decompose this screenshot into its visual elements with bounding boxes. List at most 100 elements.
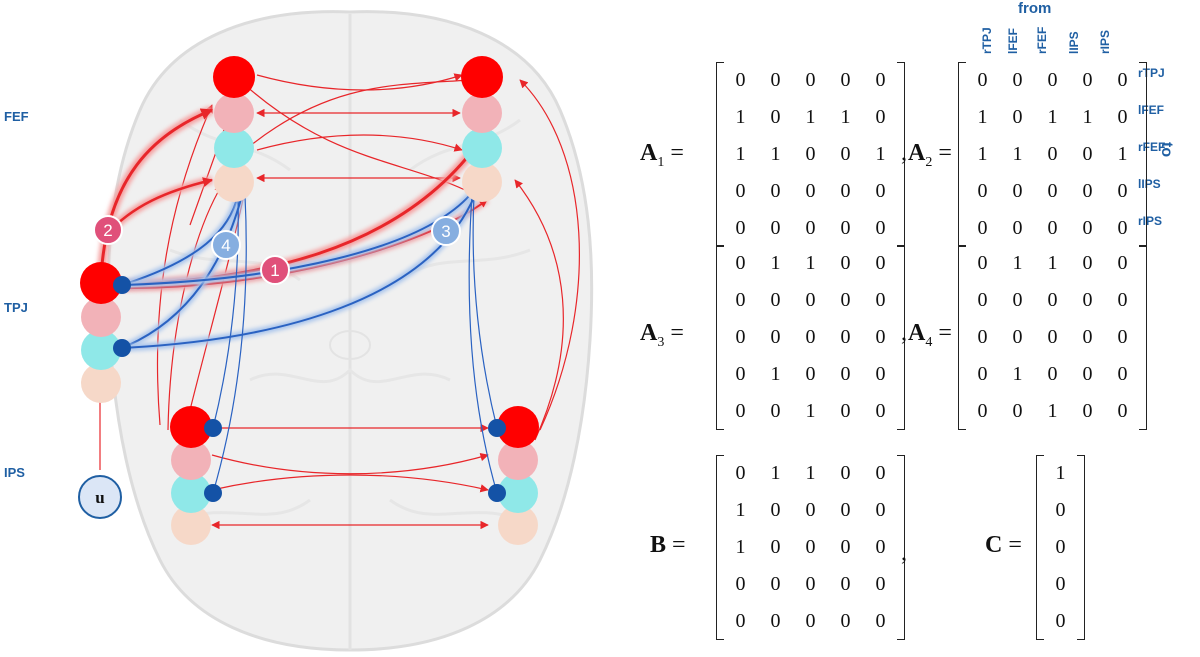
matrix-cell: 0	[770, 536, 781, 558]
col-label-rips: rIPS	[1098, 29, 1112, 54]
matrix-cell: 0	[805, 289, 816, 311]
matrix-cell: 0	[875, 252, 886, 274]
comma-separator: ,	[901, 140, 907, 166]
matrix-row: 0	[1043, 529, 1078, 566]
matrix-cell: 0	[770, 217, 781, 239]
input-node-u: u	[78, 475, 122, 519]
matrix-cell: 0	[805, 180, 816, 202]
matrix-cell: 0	[805, 499, 816, 521]
matrix-cell: 0	[805, 536, 816, 558]
matrix-cell: 1	[735, 536, 746, 558]
matrix-cell: 0	[1117, 363, 1128, 385]
comma-separator: ,	[901, 320, 907, 346]
matrix-cell: 1	[1117, 143, 1128, 165]
matrix-cell: 1	[1047, 400, 1058, 422]
matrix-cell: 1	[805, 462, 816, 484]
matrix-cell: 0	[1082, 363, 1093, 385]
matrix-cell: 1	[840, 106, 851, 128]
matrix-cell: 1	[875, 143, 886, 165]
matrix-cell: 0	[840, 217, 851, 239]
matrix-cell: 0	[875, 363, 886, 385]
region-label-ips: IPS	[4, 465, 25, 480]
matrix-cell: 0	[1012, 289, 1023, 311]
matrix-cell: 1	[770, 252, 781, 274]
matrix-a2-title: A2 =	[908, 140, 952, 170]
region-label-fef: FEF	[4, 109, 29, 124]
matrix-cell: 1	[1055, 462, 1066, 484]
matrix-cell: 0	[840, 252, 851, 274]
matrix-cell: 0	[977, 69, 988, 91]
matrix-row: 0	[1043, 492, 1078, 529]
matrix-row: 0	[1043, 603, 1078, 640]
matrix-cell: 0	[1082, 252, 1093, 274]
matrix-cell: 0	[977, 252, 988, 274]
matrix-cell: 0	[1117, 400, 1128, 422]
matrix-cell: 0	[1012, 400, 1023, 422]
matrix-cell: 0	[1082, 289, 1093, 311]
matrix-row: 1	[1043, 455, 1078, 492]
matrix-cell: 0	[840, 180, 851, 202]
blue-dots	[113, 276, 506, 502]
matrix-cell: 1	[1047, 106, 1058, 128]
matrix-cell: 0	[977, 289, 988, 311]
matrix-cell: 0	[1055, 536, 1066, 558]
matrix-cell: 0	[805, 573, 816, 595]
row-label-rips: rIPS	[1138, 214, 1163, 228]
matrix-cell: 0	[735, 252, 746, 274]
col-label-lips: lIPS	[1067, 31, 1081, 54]
matrix-cell: 0	[1117, 106, 1128, 128]
matrix-cell: 0	[977, 180, 988, 202]
region-label-tpj: TPJ	[4, 300, 28, 315]
row-label-lips: lIPS	[1138, 177, 1161, 191]
matrix-cell: 0	[770, 106, 781, 128]
matrix-cell: 0	[840, 610, 851, 632]
input-node-label: u	[95, 488, 104, 507]
matrix-cell: 0	[875, 69, 886, 91]
matrix-cell: 0	[840, 143, 851, 165]
matrix-cell: 0	[805, 69, 816, 91]
badge-1-label: 1	[270, 261, 279, 280]
node-stack-rFEF	[461, 56, 503, 202]
node-stack-rIPS	[497, 406, 539, 545]
matrix-cell: 0	[1012, 180, 1023, 202]
network-diagram: 1 2 3 4 u	[78, 10, 594, 652]
matrix-cell: 0	[735, 573, 746, 595]
matrix-cell: 0	[840, 69, 851, 91]
matrix-cell: 0	[840, 536, 851, 558]
matrix-cell: 0	[1082, 69, 1093, 91]
node-stack-lIPS	[170, 406, 212, 545]
matrix-cell: 0	[1012, 326, 1023, 348]
matrix-cell: 0	[875, 536, 886, 558]
matrix-cell: 0	[875, 462, 886, 484]
matrix-cell: 0	[735, 610, 746, 632]
matrix-cell: 0	[1117, 217, 1128, 239]
matrix-cell: 0	[875, 610, 886, 632]
col-label-rfef: rFEF	[1035, 26, 1049, 54]
matrix-cell: 0	[1012, 106, 1023, 128]
matrix-cell: 0	[875, 573, 886, 595]
col-label-rtpj: rTPJ	[980, 27, 994, 54]
matrix-cell: 0	[875, 499, 886, 521]
matrix-cell: 0	[735, 217, 746, 239]
matrix-cell: 0	[1012, 217, 1023, 239]
matrix-cell: 0	[735, 462, 746, 484]
matrix-cell: 1	[1047, 252, 1058, 274]
matrix-cell: 0	[770, 610, 781, 632]
